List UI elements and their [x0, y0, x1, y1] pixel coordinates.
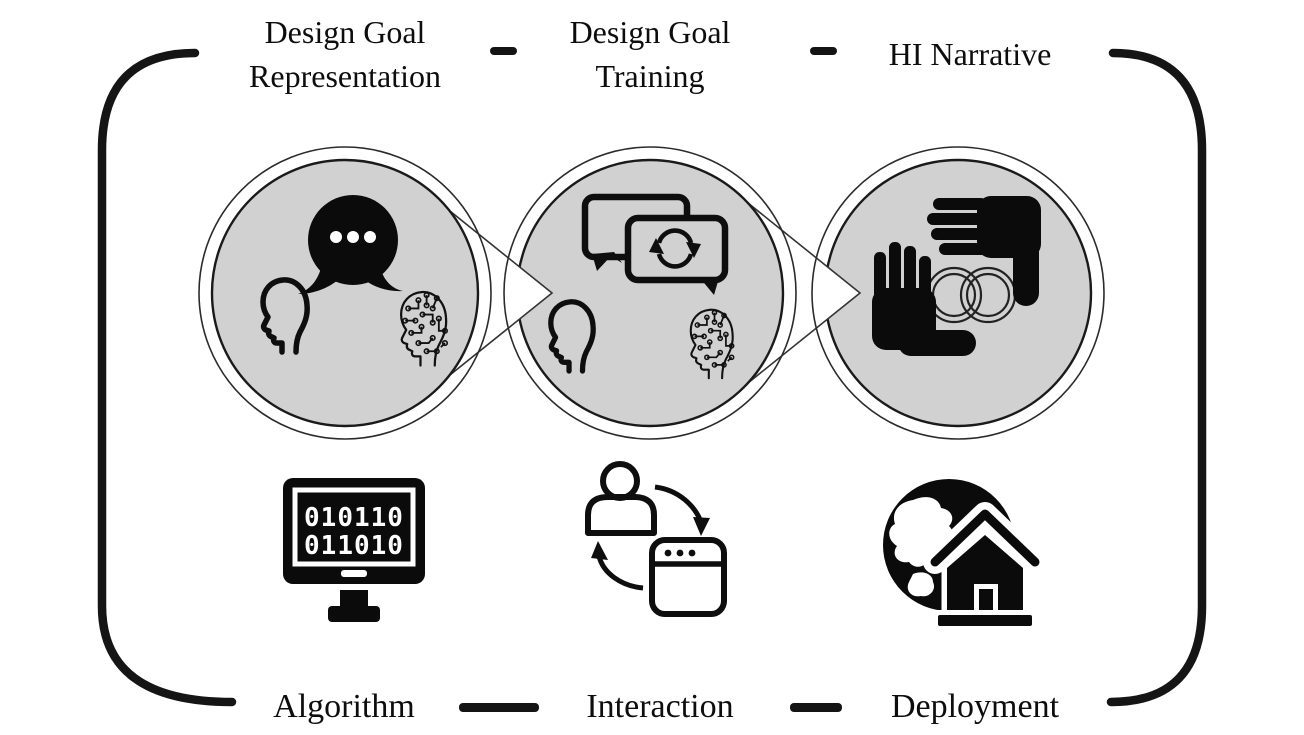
outer-ring-narrative: [811, 146, 1105, 440]
stage-circle-representation: [210, 158, 480, 428]
top-connector-dash-2: [810, 47, 837, 55]
bottom-label-deployment: Deployment: [890, 688, 1060, 725]
left-bracket: [97, 48, 237, 707]
top-label-design-goal-representation: Design Goal Representation: [249, 14, 441, 94]
outer-ring-representation: [198, 146, 492, 440]
bottom-label-interaction: Interaction: [586, 688, 734, 725]
chat-sync-icon: [581, 193, 729, 295]
globe-home-icon: [883, 479, 1047, 630]
bottom-connector-dash-1: [459, 703, 539, 712]
monitor-binary-line-2: 011010: [304, 531, 404, 561]
speech-bubble-icon: [298, 195, 403, 294]
monitor-binary-line-1: 010110: [304, 503, 404, 533]
top-label-hi-narrative: HI Narrative: [888, 36, 1052, 72]
right-bracket: [1106, 48, 1207, 707]
outer-ring-training: [503, 146, 797, 440]
framing-hands-icon: [872, 196, 1041, 356]
top-label-design-goal-training: Design Goal Training: [569, 14, 731, 94]
computer-binary-icon: 010110 011010: [283, 478, 425, 622]
bottom-label-algorithm: Algorithm: [273, 688, 415, 725]
human-computer-cycle-icon: [585, 461, 727, 617]
top-connector-dash-1: [490, 47, 517, 55]
bottom-connector-dash-2: [790, 703, 842, 712]
